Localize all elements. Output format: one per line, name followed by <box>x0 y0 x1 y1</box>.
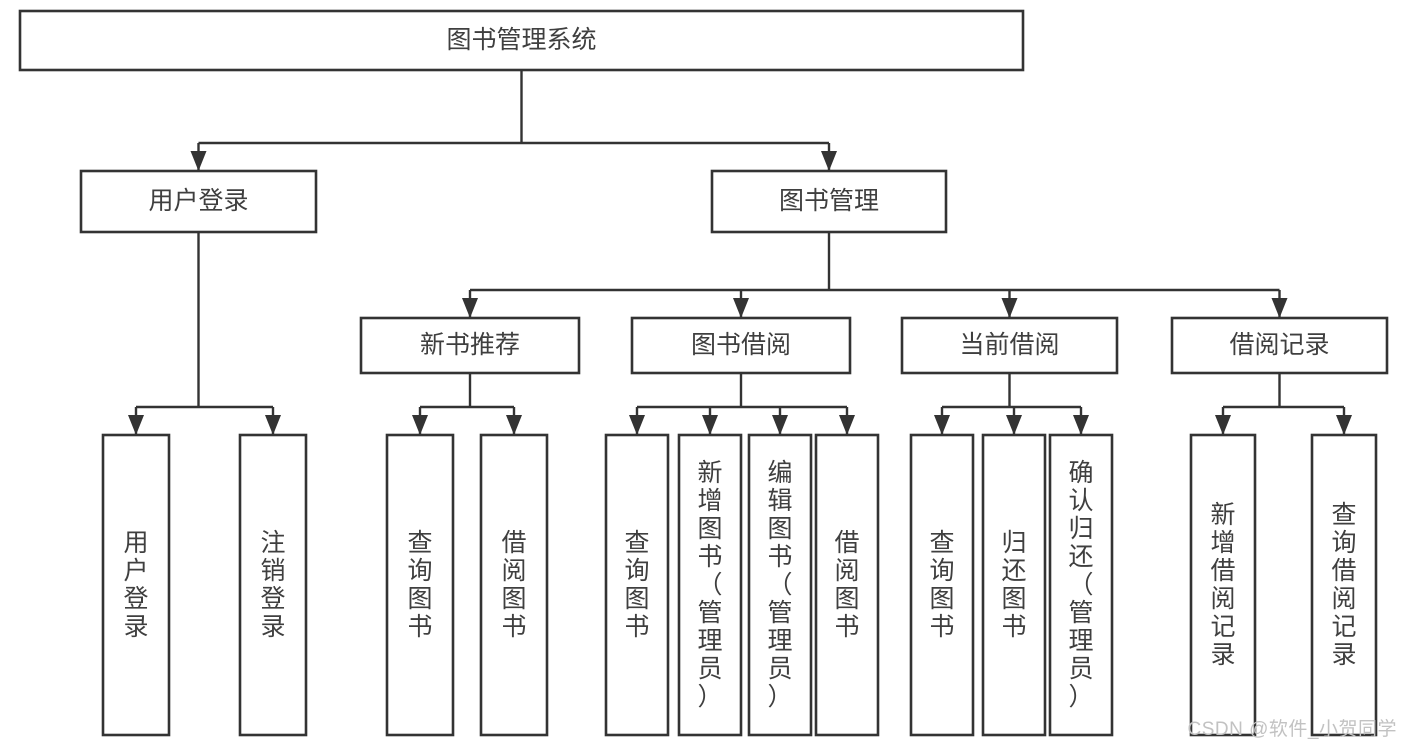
arrow-head-icon <box>1336 415 1352 435</box>
node-borrow-borrow-book[interactable]: 借阅图书 <box>814 433 880 737</box>
arrow-head-icon <box>265 415 281 435</box>
node-label-borrow-edit-book: 编辑图书（管理员） <box>767 459 792 711</box>
node-label-current-query-book: 查询图书 <box>929 529 954 641</box>
node-box-current-return-book[interactable] <box>981 433 1047 737</box>
arrow-head-icon <box>1073 415 1089 435</box>
node-box-borrow-records[interactable] <box>1170 316 1389 375</box>
node-box-borrow-add-book[interactable] <box>677 433 743 737</box>
node-label-new-book-recommend: 新书推荐 <box>420 331 520 359</box>
node-label-recommend-borrow-book: 借阅图书 <box>501 529 526 641</box>
node-label-root: 图书管理系统 <box>446 26 596 54</box>
watermark: CSDN @软件_小贺同学 <box>1187 719 1397 740</box>
arrow-head-icon <box>412 415 428 435</box>
node-box-book-borrow[interactable] <box>630 316 852 375</box>
node-recommend-query-book[interactable]: 查询图书 <box>385 433 455 737</box>
node-box-book-management[interactable] <box>710 169 948 234</box>
node-label-recommend-query-book: 查询图书 <box>407 529 432 641</box>
node-box-user-login[interactable] <box>79 169 318 234</box>
node-book-borrow[interactable]: 图书借阅 <box>630 316 852 375</box>
node-box-user-logout-leaf[interactable] <box>238 433 308 737</box>
node-label-user-login: 用户登录 <box>148 187 248 215</box>
node-new-book-recommend[interactable]: 新书推荐 <box>359 316 581 375</box>
node-record-add[interactable]: 新增借阅记录 <box>1189 433 1257 737</box>
arrow-head-icon <box>1006 415 1022 435</box>
node-label-user-logout-leaf: 注销登录 <box>260 529 285 641</box>
node-label-record-add: 新增借阅记录 <box>1210 501 1235 669</box>
arrow-head-icon <box>733 298 749 318</box>
node-label-current-return-book: 归还图书 <box>1001 529 1026 641</box>
node-user-logout-leaf[interactable]: 注销登录 <box>238 433 308 737</box>
node-current-return-book[interactable]: 归还图书 <box>981 433 1047 737</box>
node-box-current-query-book[interactable] <box>909 433 975 737</box>
arrow-head-icon <box>702 415 718 435</box>
node-boxes: 图书管理系统用户登录用户登录注销登录图书管理新书推荐查询图书借阅图书图书借阅查询… <box>18 9 1389 737</box>
node-user-login[interactable]: 用户登录 <box>79 169 318 234</box>
node-current-query-book[interactable]: 查询图书 <box>909 433 975 737</box>
arrow-head-icon <box>506 415 522 435</box>
arrow-head-icon <box>839 415 855 435</box>
node-recommend-borrow-book[interactable]: 借阅图书 <box>479 433 549 737</box>
node-book-management[interactable]: 图书管理 <box>710 169 948 234</box>
node-label-record-query: 查询借阅记录 <box>1331 501 1356 669</box>
node-box-recommend-query-book[interactable] <box>385 433 455 737</box>
arrow-head-icon <box>462 298 478 318</box>
node-box-current-confirm-return[interactable] <box>1048 433 1114 737</box>
node-box-current-borrow[interactable] <box>900 316 1119 375</box>
node-label-book-borrow: 图书借阅 <box>691 331 791 359</box>
node-label-borrow-add-book: 新增图书（管理员） <box>697 459 722 711</box>
node-box-new-book-recommend[interactable] <box>359 316 581 375</box>
connector-lines <box>128 70 1352 435</box>
node-borrow-records[interactable]: 借阅记录 <box>1170 316 1389 375</box>
arrow-head-icon <box>1001 298 1018 318</box>
node-root[interactable]: 图书管理系统 <box>18 9 1025 72</box>
node-box-root[interactable] <box>18 9 1025 72</box>
node-current-borrow[interactable]: 当前借阅 <box>900 316 1119 375</box>
node-label-borrow-borrow-book: 借阅图书 <box>834 529 859 641</box>
node-borrow-add-book[interactable]: 新增图书（管理员） <box>677 433 743 737</box>
node-box-record-add[interactable] <box>1189 433 1257 737</box>
node-box-recommend-borrow-book[interactable] <box>479 433 549 737</box>
arrow-head-icon <box>772 415 788 435</box>
node-user-login-leaf[interactable]: 用户登录 <box>101 433 171 737</box>
node-borrow-query-book[interactable]: 查询图书 <box>604 433 670 737</box>
arrow-head-icon <box>128 415 144 435</box>
node-label-borrow-query-book: 查询图书 <box>624 529 649 641</box>
node-label-current-borrow: 当前借阅 <box>959 331 1059 359</box>
node-box-borrow-borrow-book[interactable] <box>814 433 880 737</box>
arrow-head-icon <box>1271 298 1288 318</box>
node-box-borrow-edit-book[interactable] <box>747 433 813 737</box>
arrow-head-icon <box>934 415 950 435</box>
node-box-user-login-leaf[interactable] <box>101 433 171 737</box>
node-label-user-login-leaf: 用户登录 <box>123 529 148 641</box>
node-record-query[interactable]: 查询借阅记录 <box>1310 433 1378 737</box>
node-box-record-query[interactable] <box>1310 433 1378 737</box>
node-label-current-confirm-return: 确认归还（管理员） <box>1068 459 1093 711</box>
arrow-head-icon <box>629 415 645 435</box>
node-current-confirm-return[interactable]: 确认归还（管理员） <box>1048 433 1114 737</box>
node-label-borrow-records: 借阅记录 <box>1229 331 1329 359</box>
node-borrow-edit-book[interactable]: 编辑图书（管理员） <box>747 433 813 737</box>
node-box-borrow-query-book[interactable] <box>604 433 670 737</box>
arrow-head-icon <box>1215 415 1231 435</box>
node-label-book-management: 图书管理 <box>779 187 879 215</box>
arrow-head-icon <box>190 151 207 171</box>
arrow-head-icon <box>821 151 837 171</box>
